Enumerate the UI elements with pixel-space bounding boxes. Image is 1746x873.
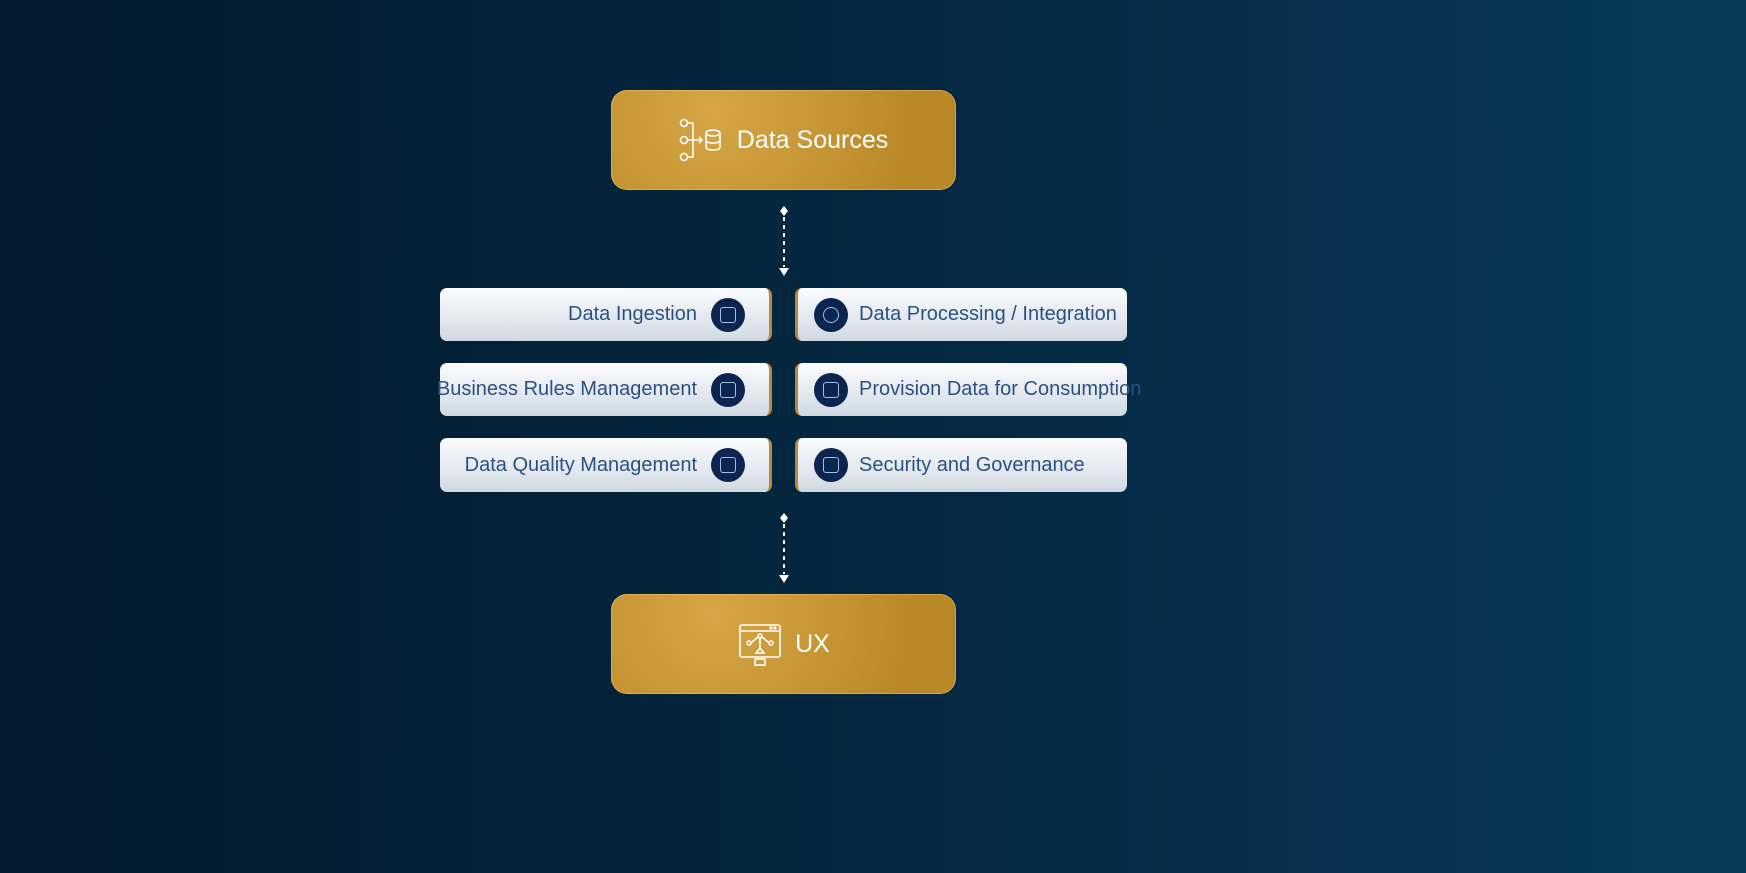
data-sources-box: Data Sources	[611, 90, 956, 190]
card-business-rules: Business Rules Management	[437, 363, 772, 416]
card-provision-data: Provision Data for Consumption	[795, 363, 1141, 416]
card-label: Data Ingestion	[568, 303, 697, 325]
card-label: Data Processing / Integration	[859, 303, 1117, 325]
data-sources-label: Data Sources	[736, 125, 889, 154]
card-data-ingestion: Data Ingestion	[440, 288, 772, 341]
ux-design-icon	[739, 624, 781, 666]
clipboard-icon	[711, 372, 745, 407]
card-label: Business Rules Management	[436, 378, 697, 400]
provision-icon	[814, 372, 848, 407]
processing-icon	[814, 297, 848, 332]
card-data-quality: Data Quality Management	[440, 438, 772, 492]
governance-document-icon	[814, 448, 848, 482]
card-label: Security and Governance	[859, 453, 1085, 476]
ingestion-icon	[711, 297, 745, 332]
ux-label: UX	[795, 629, 830, 658]
card-label: Data Quality Management	[464, 453, 697, 476]
card-data-processing: Data Processing / Integration	[795, 288, 1127, 341]
data-sources-icon	[679, 118, 721, 162]
card-security-governance: Security and Governance	[795, 438, 1127, 492]
card-label: Provision Data for Consumption	[859, 378, 1142, 400]
ux-box: UX	[611, 594, 956, 694]
connector-bottom	[779, 513, 789, 583]
connector-top	[779, 206, 789, 276]
quality-document-icon	[711, 448, 745, 482]
